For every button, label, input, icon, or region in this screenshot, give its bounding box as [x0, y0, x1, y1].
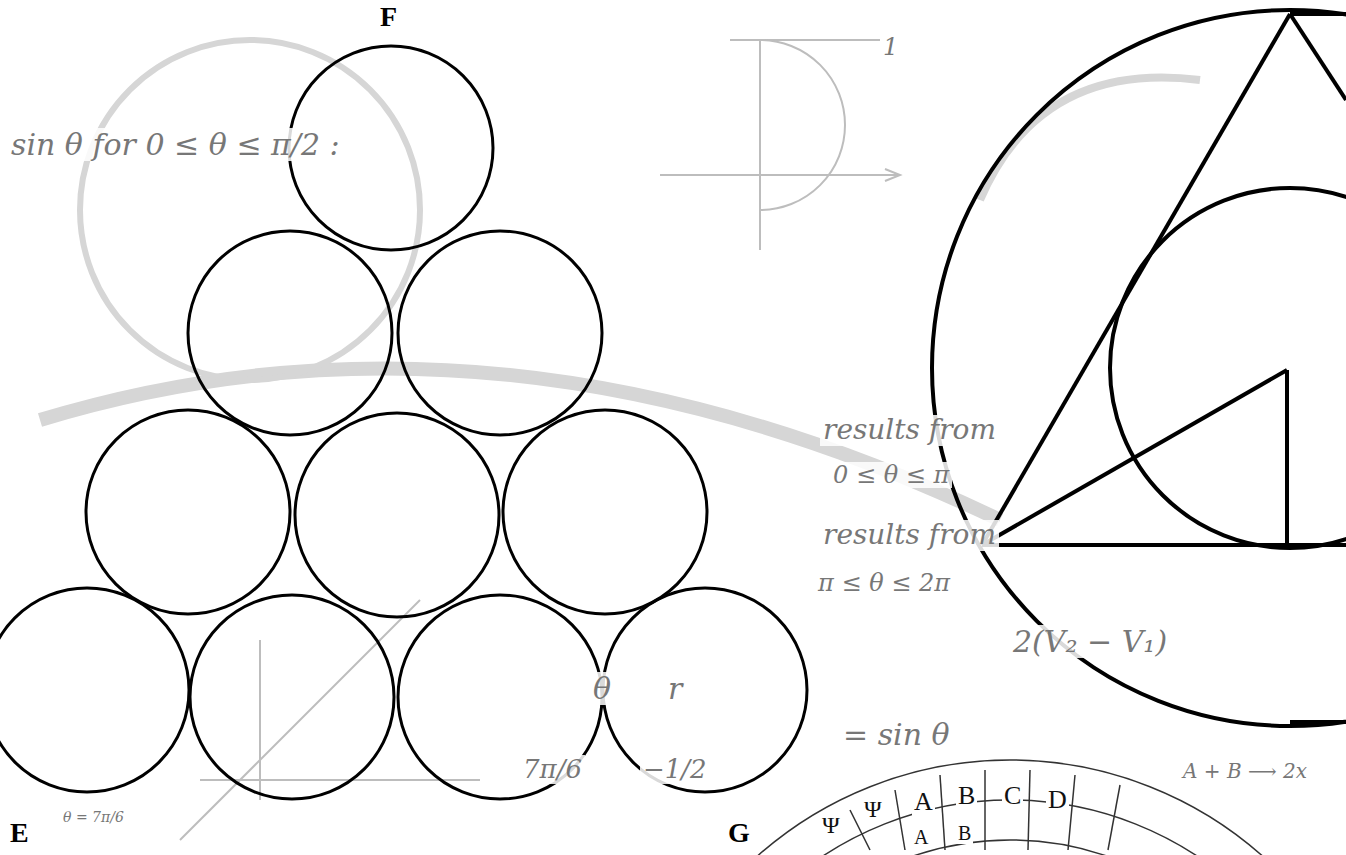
circular-table: [630, 760, 1346, 855]
table-cell: B: [956, 782, 977, 811]
table-cell: D: [1046, 786, 1069, 815]
table-symbol: Ψ: [862, 796, 884, 822]
handwritten-note: results from: [820, 415, 999, 446]
table-cell: B: [956, 822, 973, 844]
handwritten-note: results from: [820, 520, 999, 551]
circle-triangle-figure: [932, 10, 1346, 726]
ten-circles: [0, 46, 807, 799]
handwritten-note: θ = 7π/6: [60, 810, 127, 825]
handwritten-note: 1: [880, 34, 901, 60]
corner-label: F: [380, 2, 397, 33]
table-cell: C: [1002, 782, 1023, 811]
handwritten-note: r: [665, 672, 685, 705]
handwritten-note: A + B ⟶ 2x: [1180, 760, 1310, 782]
table-cell: A: [912, 788, 935, 817]
handwritten-note: −1/2: [640, 755, 710, 784]
table-cell: A: [912, 826, 930, 848]
handwritten-note: 2(V₂ − V₁): [1010, 625, 1170, 658]
handwritten-note: sin θ for 0 ≤ θ ≤ π/2 :: [8, 128, 343, 161]
corner-label: G: [728, 818, 750, 849]
handwritten-note: = sin θ: [840, 718, 953, 751]
handwritten-note: π ≤ θ ≤ 2π: [815, 570, 953, 596]
background-arcs: [40, 40, 1200, 520]
table-symbol: Ψ: [820, 812, 842, 838]
handwritten-note: θ: [590, 672, 614, 705]
corner-label: E: [10, 818, 29, 849]
handwritten-note: 0 ≤ θ ≤ π: [830, 462, 952, 488]
handwritten-note: 7π/6: [520, 755, 585, 784]
